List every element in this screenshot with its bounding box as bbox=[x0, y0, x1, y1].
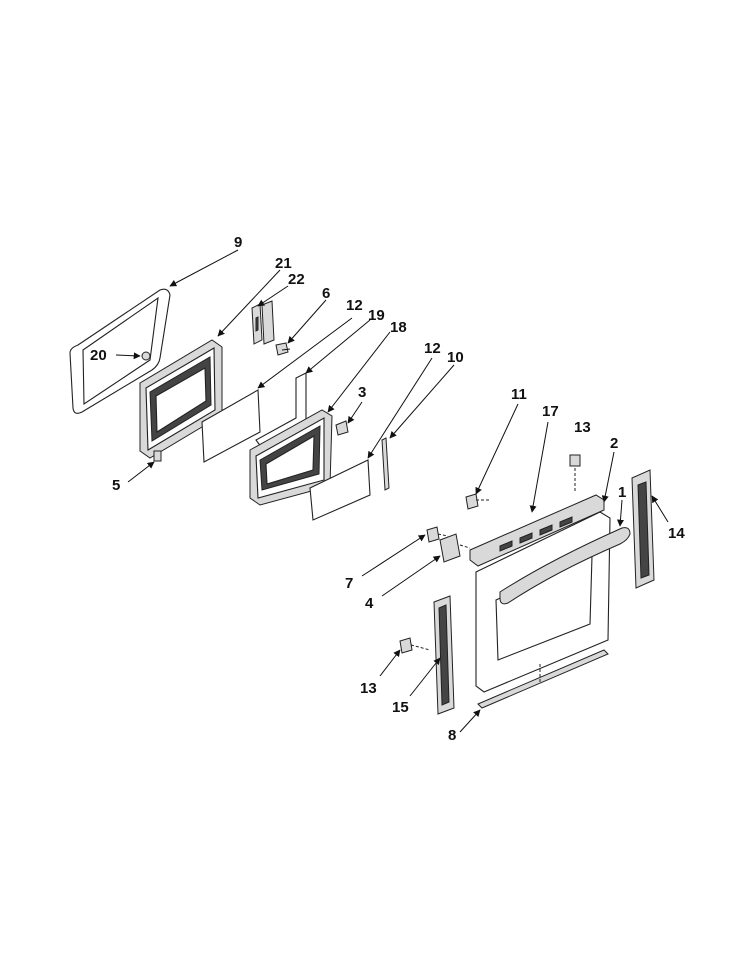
part-screw-13-bottom bbox=[399, 637, 431, 654]
part-screw-13-top bbox=[569, 454, 581, 492]
part-hinge-bracket bbox=[251, 300, 275, 345]
callout-5: 5 bbox=[112, 477, 120, 494]
callout-9: 9 bbox=[234, 234, 242, 251]
part-glass-panel-right bbox=[309, 459, 371, 521]
callout-10: 10 bbox=[447, 349, 464, 366]
callout-17: 17 bbox=[542, 403, 559, 420]
callout-3: 3 bbox=[358, 384, 366, 401]
part-hinge-plate bbox=[439, 533, 471, 563]
callout-8: 8 bbox=[448, 727, 456, 744]
callout-6: 6 bbox=[322, 285, 330, 302]
part-vent-trim bbox=[469, 494, 605, 567]
callout-15: 15 bbox=[392, 699, 409, 716]
part-door-handle bbox=[499, 527, 631, 605]
part-screw-3 bbox=[335, 420, 349, 436]
callout-4: 4 bbox=[365, 595, 374, 612]
part-clip-5 bbox=[153, 450, 162, 462]
part-inner-window-frame bbox=[249, 409, 333, 506]
callout-18: 18 bbox=[390, 319, 407, 336]
part-glass-panel-left bbox=[201, 389, 261, 463]
part-left-hinge bbox=[433, 595, 455, 715]
part-side-strip bbox=[381, 437, 390, 491]
part-screw-20 bbox=[141, 351, 151, 361]
callout-19: 19 bbox=[368, 307, 385, 324]
part-screw-11 bbox=[465, 493, 490, 510]
callout-13: 13 bbox=[574, 419, 591, 436]
part-inner-door-frame bbox=[139, 339, 223, 459]
part-bottom-trim bbox=[477, 649, 609, 709]
callout-1: 1 bbox=[618, 484, 626, 501]
part-screw-6 bbox=[275, 342, 291, 356]
leader-lines bbox=[115, 249, 669, 733]
callout-2: 2 bbox=[610, 435, 618, 452]
callout-12: 12 bbox=[346, 297, 363, 314]
part-door-gasket bbox=[69, 288, 171, 414]
callout-11: 11 bbox=[511, 386, 527, 403]
callout-22: 22 bbox=[288, 271, 305, 288]
callout-14: 14 bbox=[668, 525, 685, 542]
part-screw-7 bbox=[426, 526, 449, 543]
callout-13: 13 bbox=[360, 680, 377, 697]
callout-20: 20 bbox=[90, 347, 107, 364]
callout-12: 12 bbox=[424, 340, 441, 357]
part-right-hinge bbox=[631, 469, 655, 589]
callout-7: 7 bbox=[345, 575, 353, 592]
callout-labels: 9 21 22 6 12 19 18 20 3 12 10 5 11 17 13… bbox=[90, 234, 685, 744]
callout-21: 21 bbox=[275, 255, 292, 272]
